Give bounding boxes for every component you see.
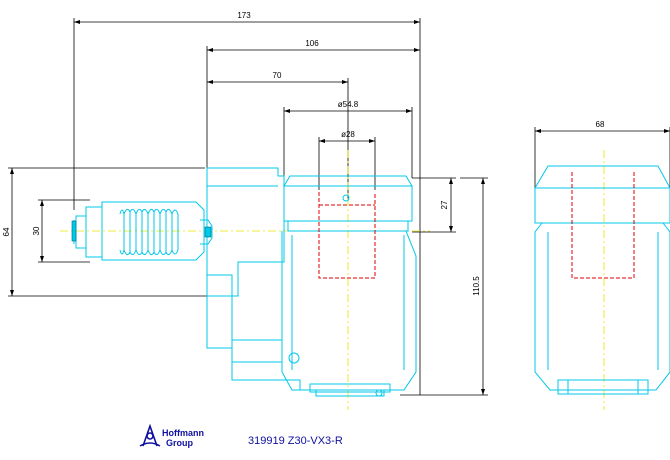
hoffmann-group-logo: Hoffmann Group	[139, 423, 204, 448]
part-number-caption: 319919 Z30-VX3-R	[248, 435, 343, 447]
dim-64-label: 64	[2, 227, 11, 236]
dim-106-label: 106	[305, 39, 319, 48]
dimension-lines	[8, 18, 670, 396]
side-view	[534, 165, 670, 395]
logo-mark-icon	[139, 423, 161, 447]
dim-27-label: 27	[440, 200, 449, 209]
dim-68-label: 68	[596, 120, 605, 129]
dim-dia-28-label: ø28	[341, 130, 355, 139]
front-view	[73, 167, 417, 397]
dim-30-label: 30	[32, 226, 41, 235]
logo-text-line1: Hoffmann	[162, 428, 204, 438]
dim-173-label: 173	[237, 11, 251, 20]
hidden-bore-front	[318, 192, 376, 279]
centerlines	[60, 150, 605, 410]
connector-detail	[71, 220, 212, 242]
dim-110-5-label: 110.5	[472, 276, 481, 296]
dimension-arrows	[10, 20, 670, 395]
dim-70-label: 70	[273, 71, 282, 80]
logo-text-line2: Group	[166, 438, 193, 448]
dim-dia-54-8-label: ø54.8	[338, 100, 359, 109]
